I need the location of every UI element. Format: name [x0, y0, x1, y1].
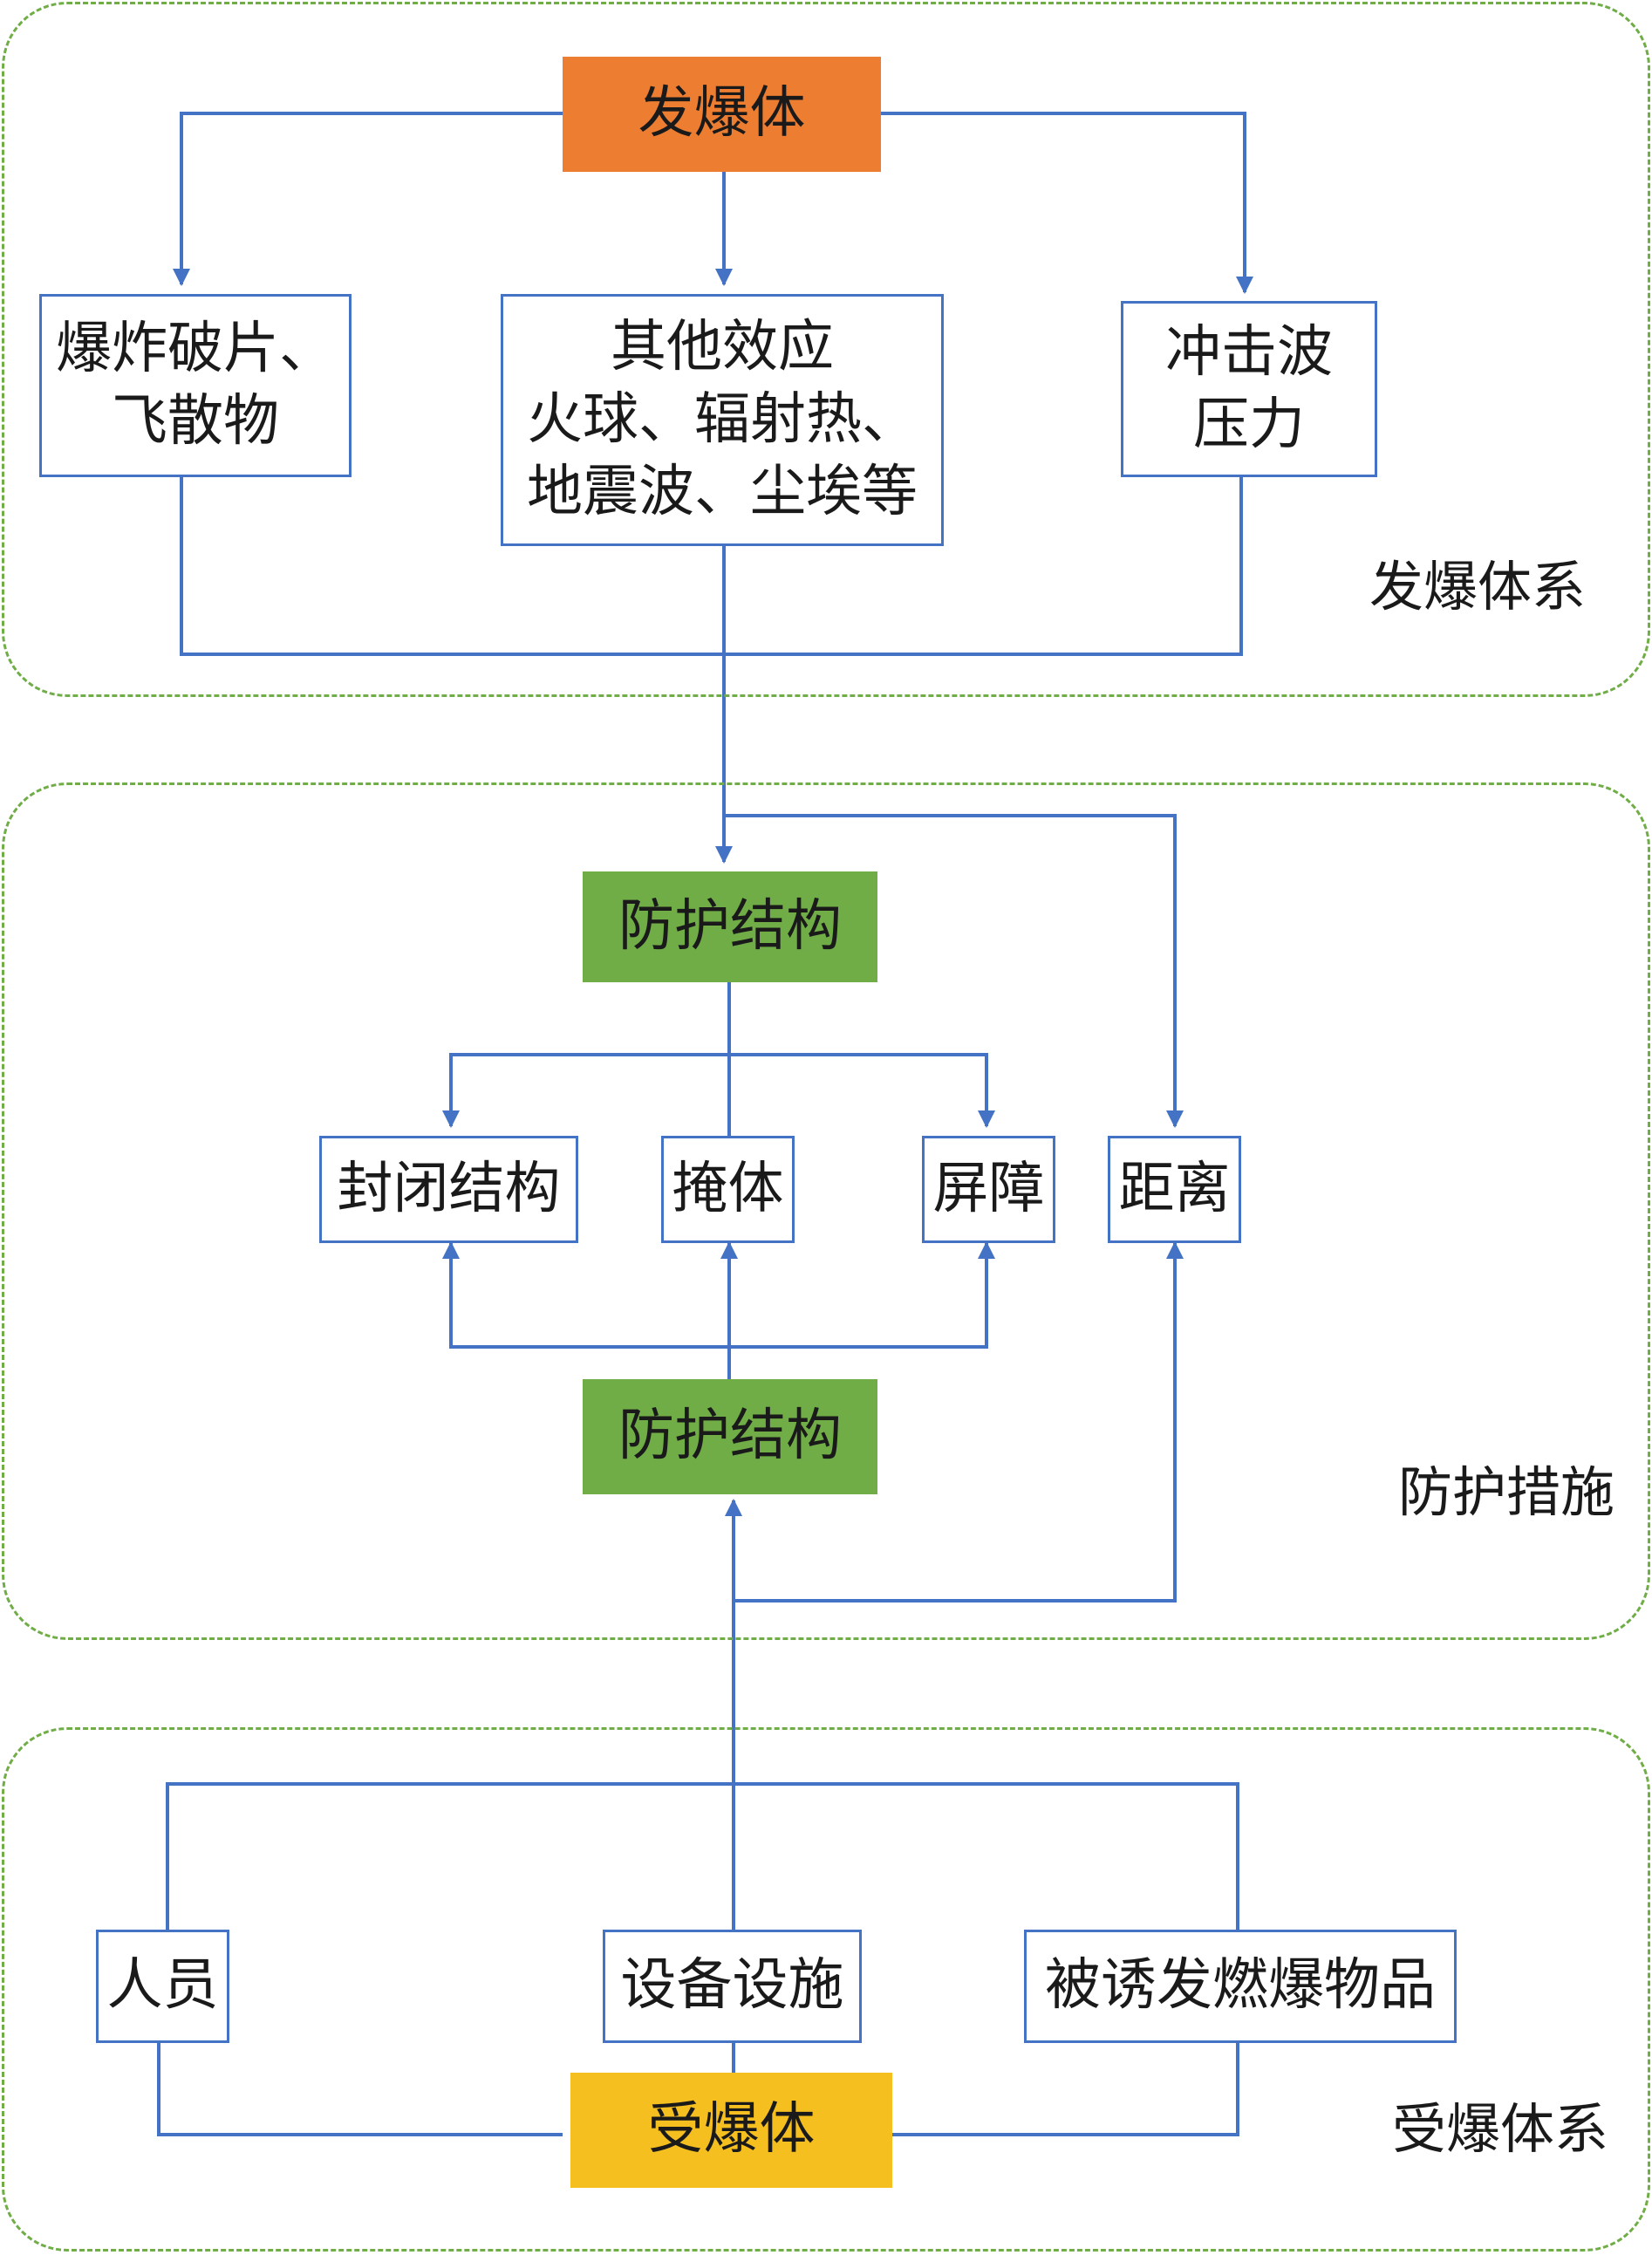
arrow-effects-to-distance	[724, 814, 1184, 1128]
arrow-to-barrier	[729, 1241, 995, 1349]
arrow-to-enclosed	[442, 1241, 729, 1349]
node-induced-explosives: 被诱发燃爆物品	[1024, 1930, 1457, 2043]
node-enclosed-structure: 封闭结构	[319, 1136, 578, 1243]
region-protection-measures	[2, 782, 1650, 1640]
node-equipment-facilities: 设备设施	[603, 1930, 862, 2043]
node-explosive-source: 发爆体	[563, 57, 881, 172]
line-receivers-merge	[166, 1782, 1239, 1930]
line-effects-merge	[180, 477, 1243, 656]
fragments-line-2: 飞散物	[112, 389, 279, 454]
node-protective-structure-bottom: 防护结构	[583, 1379, 877, 1494]
other-effects-line-2: 火球、辐射热、	[527, 386, 918, 452]
node-bunker: 掩体	[661, 1136, 795, 1243]
node-personnel: 人员	[96, 1930, 229, 2043]
shockwave-line-1: 冲击波	[1165, 319, 1333, 385]
node-fragments: 爆炸破片、 飞散物	[39, 294, 352, 477]
node-shockwave: 冲击波 压力	[1121, 301, 1377, 477]
other-effects-line-1: 其他效应	[611, 314, 834, 379]
node-barrier: 屏障	[922, 1136, 1055, 1243]
node-receiver: 受爆体	[570, 2073, 892, 2188]
arrow-protect-to-barrier	[729, 1053, 995, 1128]
region-receiver-system	[2, 1727, 1650, 2252]
arrow-source-to-shockwave	[881, 112, 1253, 294]
arrow-receivers-to-distance	[734, 1241, 1184, 1602]
region-label-receiver-system: 受爆体系	[1392, 2097, 1609, 2161]
node-protective-structure-top: 防护结构	[583, 871, 877, 982]
shockwave-line-2: 压力	[1193, 393, 1305, 457]
node-distance: 距离	[1108, 1136, 1241, 1243]
region-label-explosive-system: 发爆体系	[1369, 555, 1587, 618]
fragments-line-1: 爆炸破片、	[56, 316, 335, 381]
arrow-receiver-to-induced	[892, 1997, 1246, 2136]
other-effects-line-3: 地震波、尘埃等	[527, 460, 918, 525]
node-other-effects: 其他效应 火球、辐射热、 地震波、尘埃等	[501, 294, 944, 546]
region-label-protection-measures: 防护措施	[1398, 1460, 1615, 1524]
arrow-receiver-to-personnel	[150, 1997, 563, 2136]
arrow-protect-to-enclosed	[442, 1053, 729, 1128]
arrow-source-to-fragments	[173, 112, 563, 286]
region-explosive-system	[2, 2, 1650, 697]
